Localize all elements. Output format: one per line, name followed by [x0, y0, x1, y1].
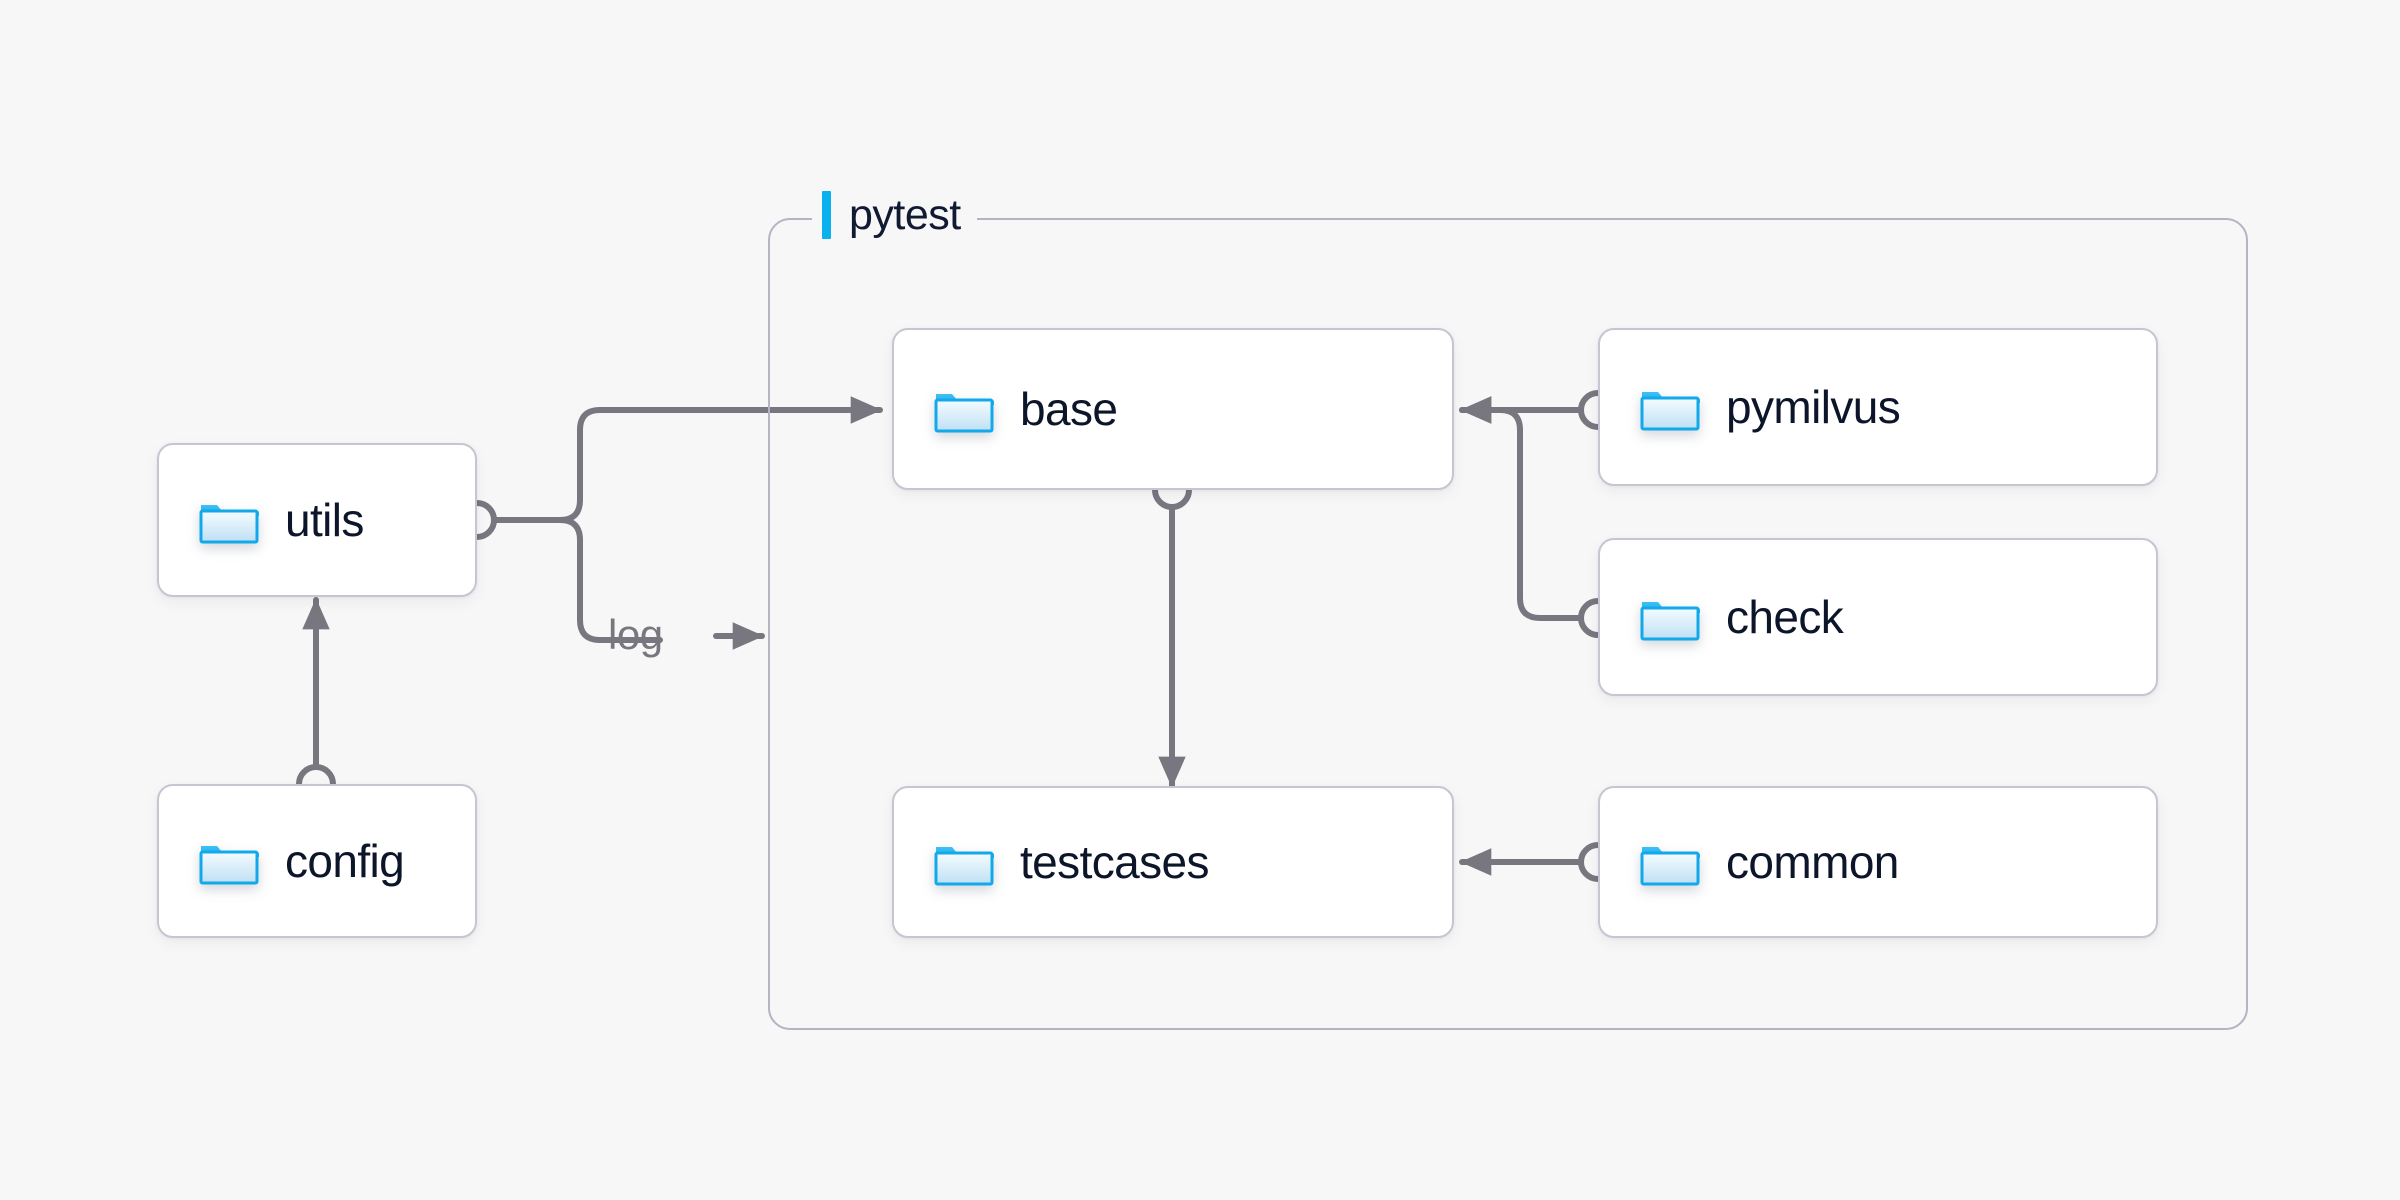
- node-check[interactable]: check: [1598, 538, 2158, 696]
- node-testcases-content: testcases: [894, 836, 1210, 888]
- node-base[interactable]: base: [892, 328, 1454, 490]
- node-pymilvus-label: pymilvus: [1726, 381, 1901, 433]
- group-accent-bar: [822, 191, 831, 239]
- node-config-content: config: [159, 835, 405, 887]
- node-utils-content: utils: [159, 496, 364, 544]
- group-pytest-label: pytest: [812, 186, 977, 244]
- folder-icon: [199, 846, 259, 885]
- node-config-label: config: [285, 835, 405, 887]
- folder-icon: [934, 847, 994, 886]
- folder-icon: [1640, 847, 1700, 886]
- group-pytest: [768, 218, 2248, 1030]
- node-common-label: common: [1726, 836, 1899, 888]
- folder-icon: [1640, 602, 1700, 641]
- folder-icon: [199, 505, 259, 544]
- node-check-content: check: [1600, 591, 1844, 643]
- node-testcases-label: testcases: [1020, 836, 1210, 888]
- node-check-label: check: [1726, 591, 1844, 643]
- node-pymilvus[interactable]: pymilvus: [1598, 328, 2158, 486]
- group-pytest-title: pytest: [849, 190, 961, 239]
- node-common[interactable]: common: [1598, 786, 2158, 938]
- folder-icon: [1640, 392, 1700, 431]
- edge-label-log: log: [608, 611, 663, 658]
- node-testcases[interactable]: testcases: [892, 786, 1454, 938]
- node-common-content: common: [1600, 838, 1899, 886]
- node-pymilvus-content: pymilvus: [1600, 381, 1901, 433]
- node-base-content: base: [894, 383, 1118, 435]
- node-utils[interactable]: utils: [157, 443, 477, 597]
- folder-icon: [934, 394, 994, 433]
- node-config[interactable]: config: [157, 784, 477, 938]
- node-utils-label: utils: [285, 494, 364, 546]
- node-base-label: base: [1020, 383, 1118, 435]
